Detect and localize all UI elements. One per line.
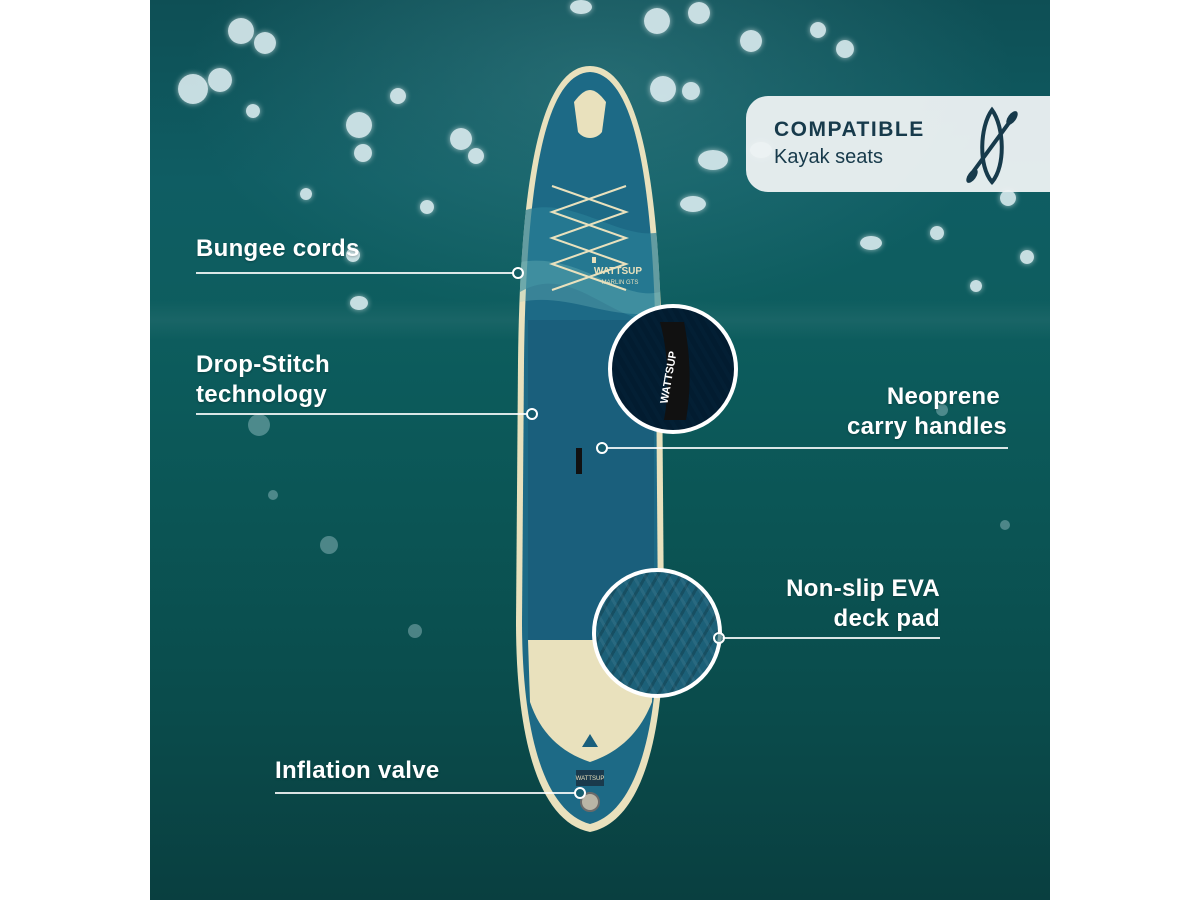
marker-drop-stitch: [526, 408, 538, 420]
compatible-badge: COMPATIBLE Kayak seats: [746, 96, 1050, 192]
handle-zoom-callout: WATTSUP: [608, 304, 738, 434]
label-neoprene-line2: carry handles: [847, 413, 1007, 440]
leader-line-valve: [275, 792, 575, 794]
bubble: [860, 236, 882, 250]
bubble: [346, 248, 360, 262]
badge-title: COMPATIBLE: [774, 118, 925, 141]
bubble: [1000, 520, 1010, 530]
label-inflation-valve: Inflation valve: [275, 757, 440, 784]
leader-line-bungee: [196, 272, 514, 274]
bubble: [698, 150, 728, 170]
bubble: [650, 76, 676, 102]
bubble: [644, 8, 670, 34]
kayak-paddle-icon: [966, 106, 1018, 186]
bubble: [354, 144, 372, 162]
bubble: [178, 74, 208, 104]
label-drop-stitch-line2: technology: [196, 381, 328, 408]
bubble: [300, 188, 312, 200]
label-bungee-cords: Bungee cords: [196, 235, 360, 262]
neoprene-handle-closeup: WATTSUP: [659, 322, 690, 420]
leader-line-drop-stitch: [196, 413, 526, 415]
badge-subtitle: Kayak seats: [774, 146, 883, 168]
bubble: [390, 88, 406, 104]
bubble: [320, 536, 338, 554]
bubble: [468, 148, 484, 164]
board-model: MARLIN GTS: [602, 280, 639, 286]
bubble: [836, 40, 854, 58]
label-evapad-line1: Non-slip EVA: [786, 575, 940, 602]
bubble: [570, 0, 592, 14]
bubble: [268, 490, 278, 500]
bubble: [682, 82, 700, 100]
bubble: [248, 414, 270, 436]
bubble: [970, 280, 982, 292]
bubble: [740, 30, 762, 52]
bubble: [930, 226, 944, 240]
bubble: [208, 68, 232, 92]
label-neoprene-line1: Neoprene: [886, 383, 1000, 410]
bubble: [408, 624, 422, 638]
label-drop-stitch-line1: Drop-Stitch: [196, 351, 330, 378]
bubble: [450, 128, 472, 150]
bubble: [420, 200, 434, 214]
product-photo: WATTSUP MARLIN GTS WATTSUP WATTSUP COMPA…: [150, 0, 1050, 900]
board-brand: WATTSUP: [594, 266, 642, 277]
bubble: [1020, 250, 1034, 264]
bubble: [1000, 190, 1016, 206]
bubble: [680, 196, 706, 212]
leader-line-evapad: [722, 637, 940, 639]
marker-valve: [574, 787, 586, 799]
leader-line-neoprene: [606, 447, 1008, 449]
marker-neoprene: [596, 442, 608, 454]
paddle-board: WATTSUP MARLIN GTS WATTSUP: [516, 66, 664, 832]
label-evapad-line2: deck pad: [833, 605, 940, 632]
bubble: [810, 22, 826, 38]
carry-handle: [576, 448, 582, 474]
tail-brand: WATTSUP: [576, 776, 605, 782]
marker-evapad: [713, 632, 725, 644]
bubble: [936, 404, 948, 416]
bubble: [254, 32, 276, 54]
bubble: [688, 2, 710, 24]
bubble: [228, 18, 254, 44]
bubble: [350, 296, 368, 310]
deck-pad-zoom-callout: [592, 568, 722, 698]
bubble: [246, 104, 260, 118]
marker-bungee: [512, 267, 524, 279]
bubble: [346, 112, 372, 138]
